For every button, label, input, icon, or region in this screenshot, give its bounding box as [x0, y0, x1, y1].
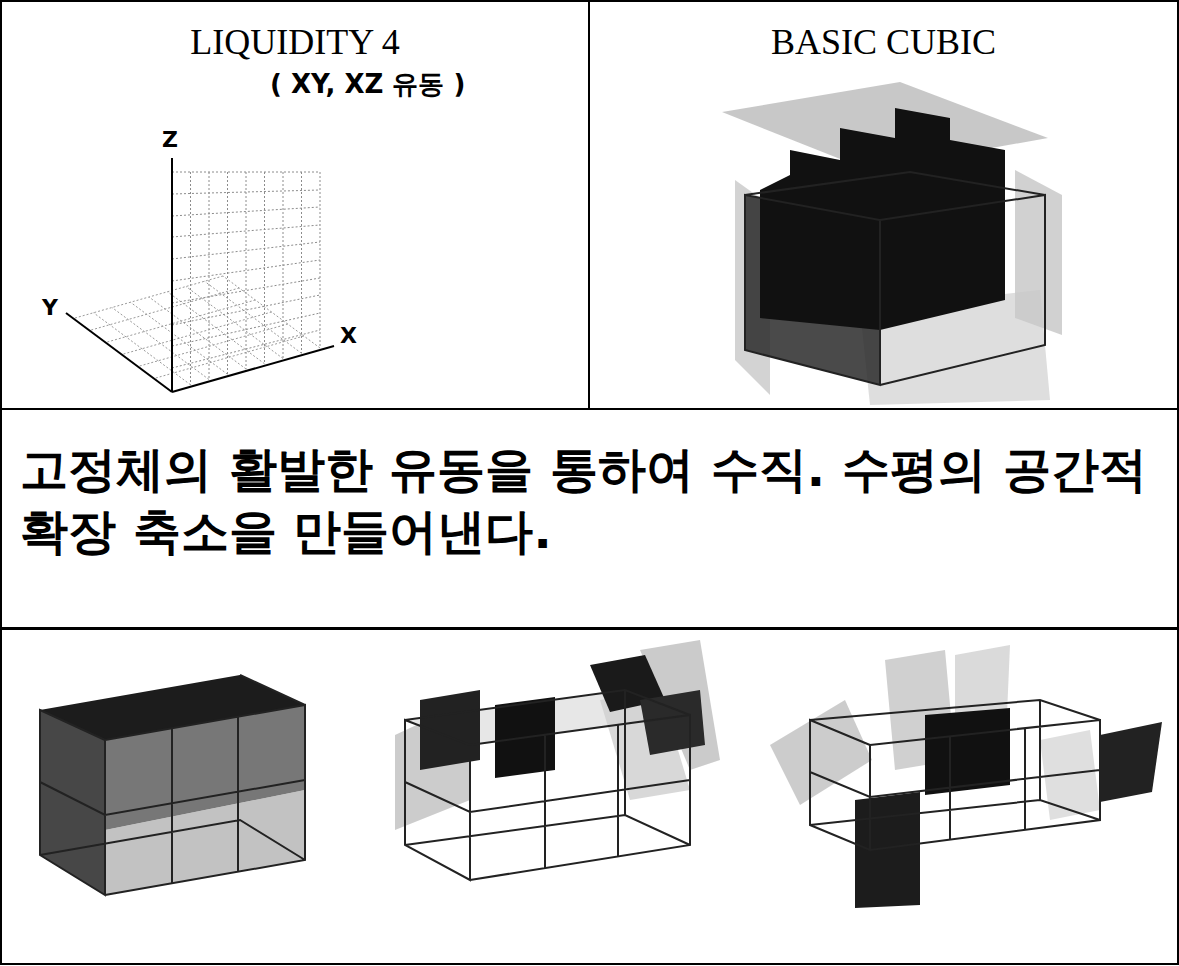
panel-frame	[1, 628, 1178, 964]
cube-figure	[395, 640, 720, 880]
basic-cubic-figure	[722, 82, 1062, 405]
description-text: 고정체의 활발한 유동을 통하여 수직. 수평의 공간적 확장 축소을 만들어낸…	[20, 438, 1165, 562]
cell-heading: BASIC CUBIC	[590, 18, 1177, 66]
axis-label: X	[340, 324, 357, 348]
figure-cell: LIQUIDITY 4( XY, XZ 유동 )	[0, 0, 590, 410]
axis-note: ( XY, XZ 유동 )	[270, 68, 465, 100]
axes	[66, 158, 334, 392]
axis-label: Z	[162, 128, 178, 152]
figure-cell: BASIC CUBIC	[588, 0, 1179, 410]
xy-grid	[75, 276, 320, 385]
cube-figure	[770, 645, 1162, 908]
cube-figure	[40, 675, 305, 895]
cell-heading: LIQUIDITY 4	[2, 18, 588, 66]
axis-label: Y	[42, 296, 58, 320]
description-band: 고정체의 활발한 유동을 통하여 수직. 수평의 공간적 확장 축소을 만들어낸…	[0, 408, 1179, 630]
